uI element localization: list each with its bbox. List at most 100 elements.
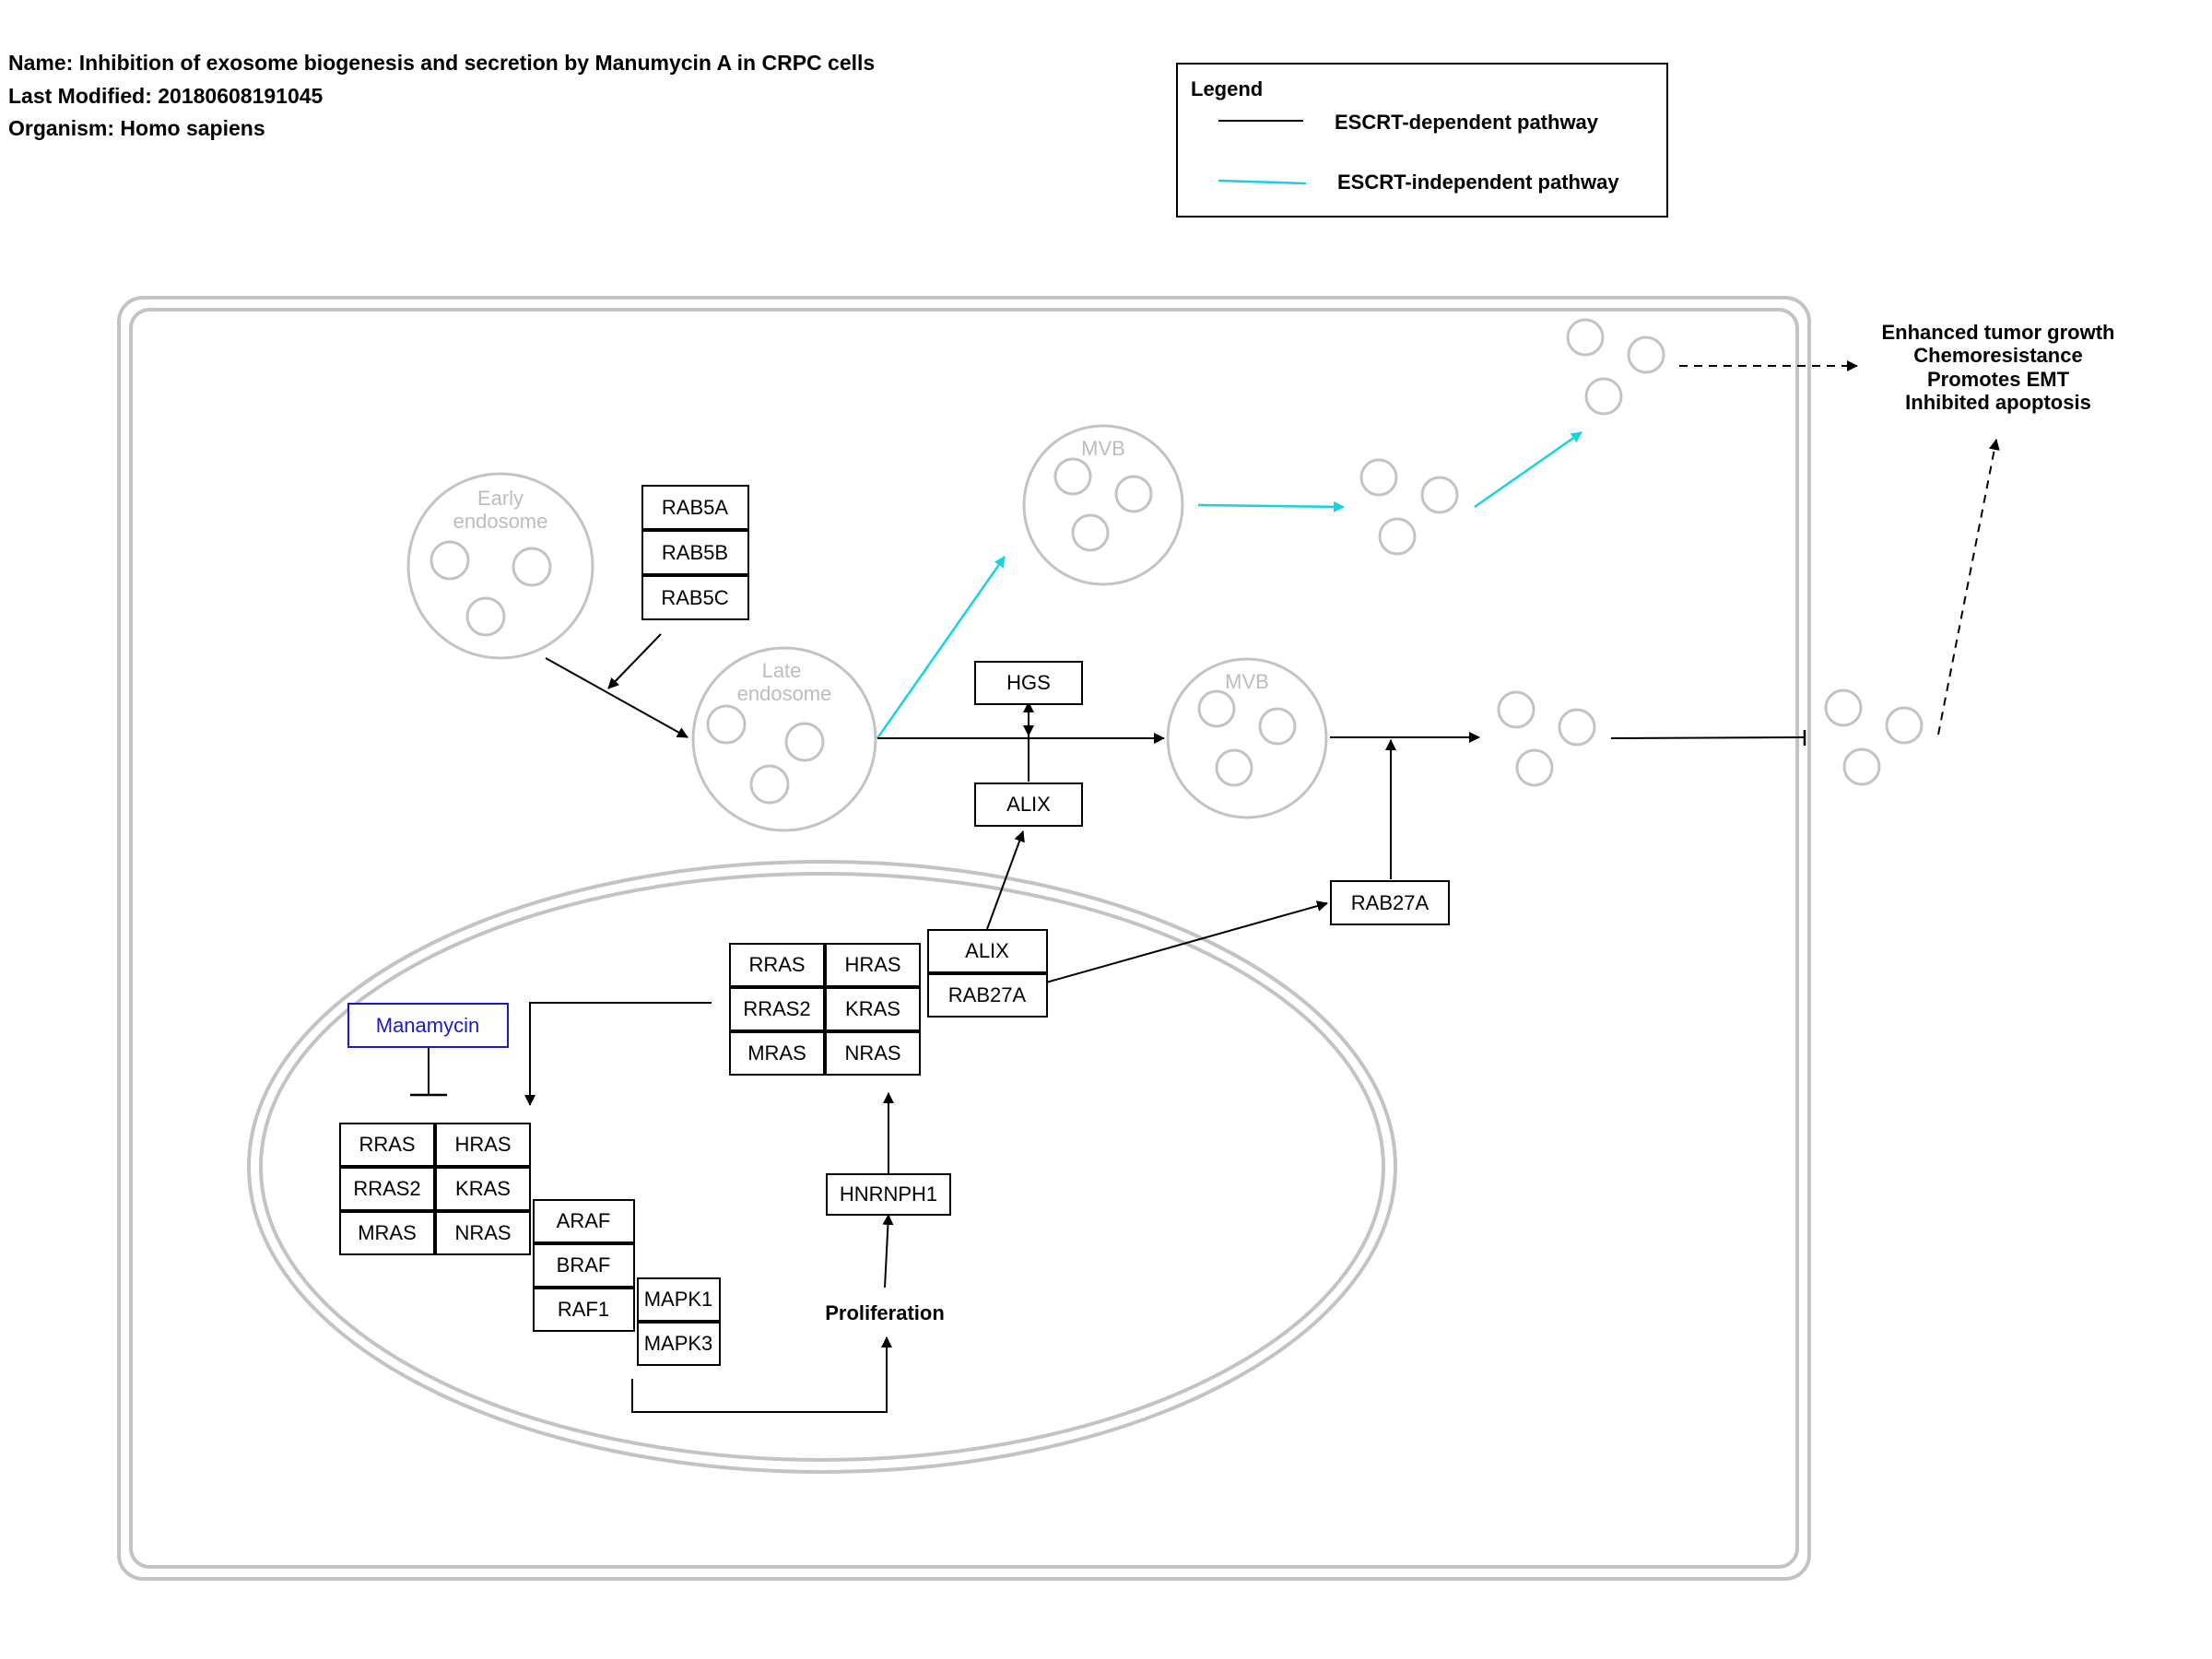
mras-nuc-rect[interactable]: [729, 1031, 825, 1076]
hras-nuc-label: HRAS: [844, 953, 900, 976]
rras2-nuc-label: RRAS2: [743, 997, 810, 1020]
rab5a-rect[interactable]: [641, 485, 749, 530]
outcome-inhibited-apoptosis: Inhibited apoptosis: [1905, 391, 2091, 414]
edge-extracellular-to-outcomes: [1937, 439, 2000, 735]
intraluminal-vesicle: [1197, 689, 1236, 728]
alix-nucleus-rect[interactable]: [927, 929, 1048, 973]
mras-nuc-label: MRAS: [747, 1041, 806, 1065]
manamycin-label: Manamycin: [376, 1014, 479, 1037]
manamycin-box[interactable]: Manamycin: [347, 1003, 509, 1048]
rab5b-rect[interactable]: [641, 530, 749, 575]
rab27a-cytoplasm-rect[interactable]: [1330, 880, 1450, 925]
exosome-cluster-top-right: [1566, 318, 1665, 416]
outcome-enhanced-tumor-growth: Enhanced tumor growth: [1882, 321, 2115, 344]
mras-left-rect[interactable]: [339, 1211, 435, 1255]
mapk-group: MAPK1 MAPK3: [637, 1277, 721, 1366]
intraluminal-vesicle: [512, 547, 552, 587]
rab5b-box[interactable]: RAB5B: [641, 530, 749, 575]
rab5c-box[interactable]: RAB5C: [641, 575, 749, 620]
rras-nuc-rect[interactable]: [729, 943, 825, 987]
rab27a-nucleus-box[interactable]: RAB27A: [927, 973, 1048, 1018]
exosome-cluster-extracellular: [1824, 688, 1924, 786]
araf-rect[interactable]: [533, 1199, 635, 1243]
legend-label-escrt-independent: ESCRT-independent pathway: [1337, 171, 1619, 194]
rab27a-nucleus-label: RAB27A: [948, 983, 1027, 1006]
edge-mvb-top-to-exosomes: [1197, 500, 1345, 512]
pathway-name: Name: Inhibition of exosome biogenesis a…: [8, 51, 875, 75]
exosome-vesicle: [1824, 688, 1863, 727]
hnrnph1-label: HNRNPH1: [840, 1182, 937, 1206]
intraluminal-vesicle: [784, 722, 825, 762]
kras-left-rect[interactable]: [435, 1167, 531, 1211]
rab27a-nucleus-rect[interactable]: [927, 973, 1048, 1018]
organism: Organism: Homo sapiens: [8, 116, 265, 140]
hras-left-rect[interactable]: [435, 1123, 531, 1167]
rab27a-cytoplasm-box[interactable]: RAB27A: [1330, 880, 1450, 925]
hnrnph1-rect[interactable]: [826, 1173, 951, 1216]
rab5b-label: RAB5B: [662, 541, 728, 564]
edge-alix-nuc-to-alix-cyto: [986, 830, 1025, 930]
ras-group-nucleus: RRAS HRAS RRAS2 KRAS MRAS NRAS: [729, 943, 921, 1076]
kras-left-label: KRAS: [455, 1177, 511, 1200]
rab5c-rect[interactable]: [641, 575, 749, 620]
outcome-chemoresistance: Chemoresistance: [1913, 344, 2082, 367]
hgs-rect[interactable]: [974, 661, 1083, 705]
mvb-top: MVB: [1022, 424, 1184, 586]
exosome-vesicle: [1584, 377, 1623, 416]
legend: Legend ESCRT-dependent pathway ESCRT-ind…: [1176, 63, 1668, 218]
intraluminal-vesicle: [706, 704, 747, 745]
legend-label-escrt-dependent: ESCRT-dependent pathway: [1335, 111, 1599, 134]
hras-nuc-rect[interactable]: [825, 943, 921, 987]
araf-label: ARAF: [557, 1209, 611, 1232]
nras-left-rect[interactable]: [435, 1211, 531, 1255]
early-endosome-label-line2: endosome: [453, 510, 548, 533]
mapk3-rect[interactable]: [637, 1322, 721, 1366]
rras2-nuc-rect[interactable]: [729, 987, 825, 1031]
raf1-rect[interactable]: [533, 1288, 635, 1332]
edge-early-to-late-endosome: [545, 657, 688, 738]
intraluminal-vesicle: [1071, 513, 1110, 552]
alix-cytoplasm-rect[interactable]: [974, 782, 1083, 827]
intraluminal-vesicle: [465, 596, 506, 637]
nras-nuc-rect[interactable]: [825, 1031, 921, 1076]
early-endosome-label-line1: Early: [477, 487, 524, 510]
legend-line-escrt-independent: [1218, 179, 1307, 185]
hras-left-label: HRAS: [454, 1133, 511, 1156]
hgs-box[interactable]: HGS: [974, 661, 1083, 705]
nras-left-label: NRAS: [454, 1221, 511, 1244]
edge-late-endosome-to-mvb-top: [876, 556, 1006, 739]
alix-nucleus-box[interactable]: ALIX: [927, 929, 1048, 973]
braf-label: BRAF: [557, 1253, 611, 1277]
proliferation-label: Proliferation: [825, 1301, 945, 1324]
manamycin-rect[interactable]: [347, 1003, 509, 1048]
mapk1-rect[interactable]: [637, 1277, 721, 1322]
edge-rab27a-nuc-to-rab27a-cyto: [1045, 900, 1328, 983]
alix-nucleus-label: ALIX: [965, 939, 1009, 962]
rras-left-rect[interactable]: [339, 1123, 435, 1167]
kras-nuc-rect[interactable]: [825, 987, 921, 1031]
braf-rect[interactable]: [533, 1243, 635, 1288]
cell-membrane-inner: [129, 308, 1799, 1569]
edge-ras-nuc-to-ras-left: [524, 1002, 712, 1106]
exosome-cluster-black-mid: [1497, 690, 1596, 787]
outcome-promotes-emt: Promotes EMT: [1927, 368, 2070, 391]
exosome-vesicle: [1497, 690, 1535, 729]
rras2-left-rect[interactable]: [339, 1167, 435, 1211]
edge-exosomes-to-release: [1474, 430, 1583, 509]
edge-exosome-secretion: [1610, 736, 1806, 739]
early-endosome-body: [406, 472, 594, 660]
nucleus-inner: [259, 872, 1385, 1462]
edge-proliferation-to-hnrnph1: [882, 1214, 894, 1288]
late-endosome-label-line1: Late: [762, 659, 802, 682]
mras-left-label: MRAS: [358, 1221, 417, 1244]
rras-nuc-label: RRAS: [748, 953, 805, 976]
edge-rab5-to-endosome: [607, 633, 662, 689]
rab5a-box[interactable]: RAB5A: [641, 485, 749, 530]
outcomes-label: Enhanced tumor growth Chemoresistance Pr…: [1882, 321, 2115, 414]
edges: [410, 360, 2000, 1413]
cell-membrane-outer: [117, 296, 1811, 1581]
alix-cytoplasm-box[interactable]: ALIX: [974, 782, 1083, 827]
nucleus-outer: [247, 860, 1397, 1474]
exosome-vesicle: [1885, 706, 1924, 745]
hnrnph1-box[interactable]: HNRNPH1: [826, 1173, 951, 1216]
